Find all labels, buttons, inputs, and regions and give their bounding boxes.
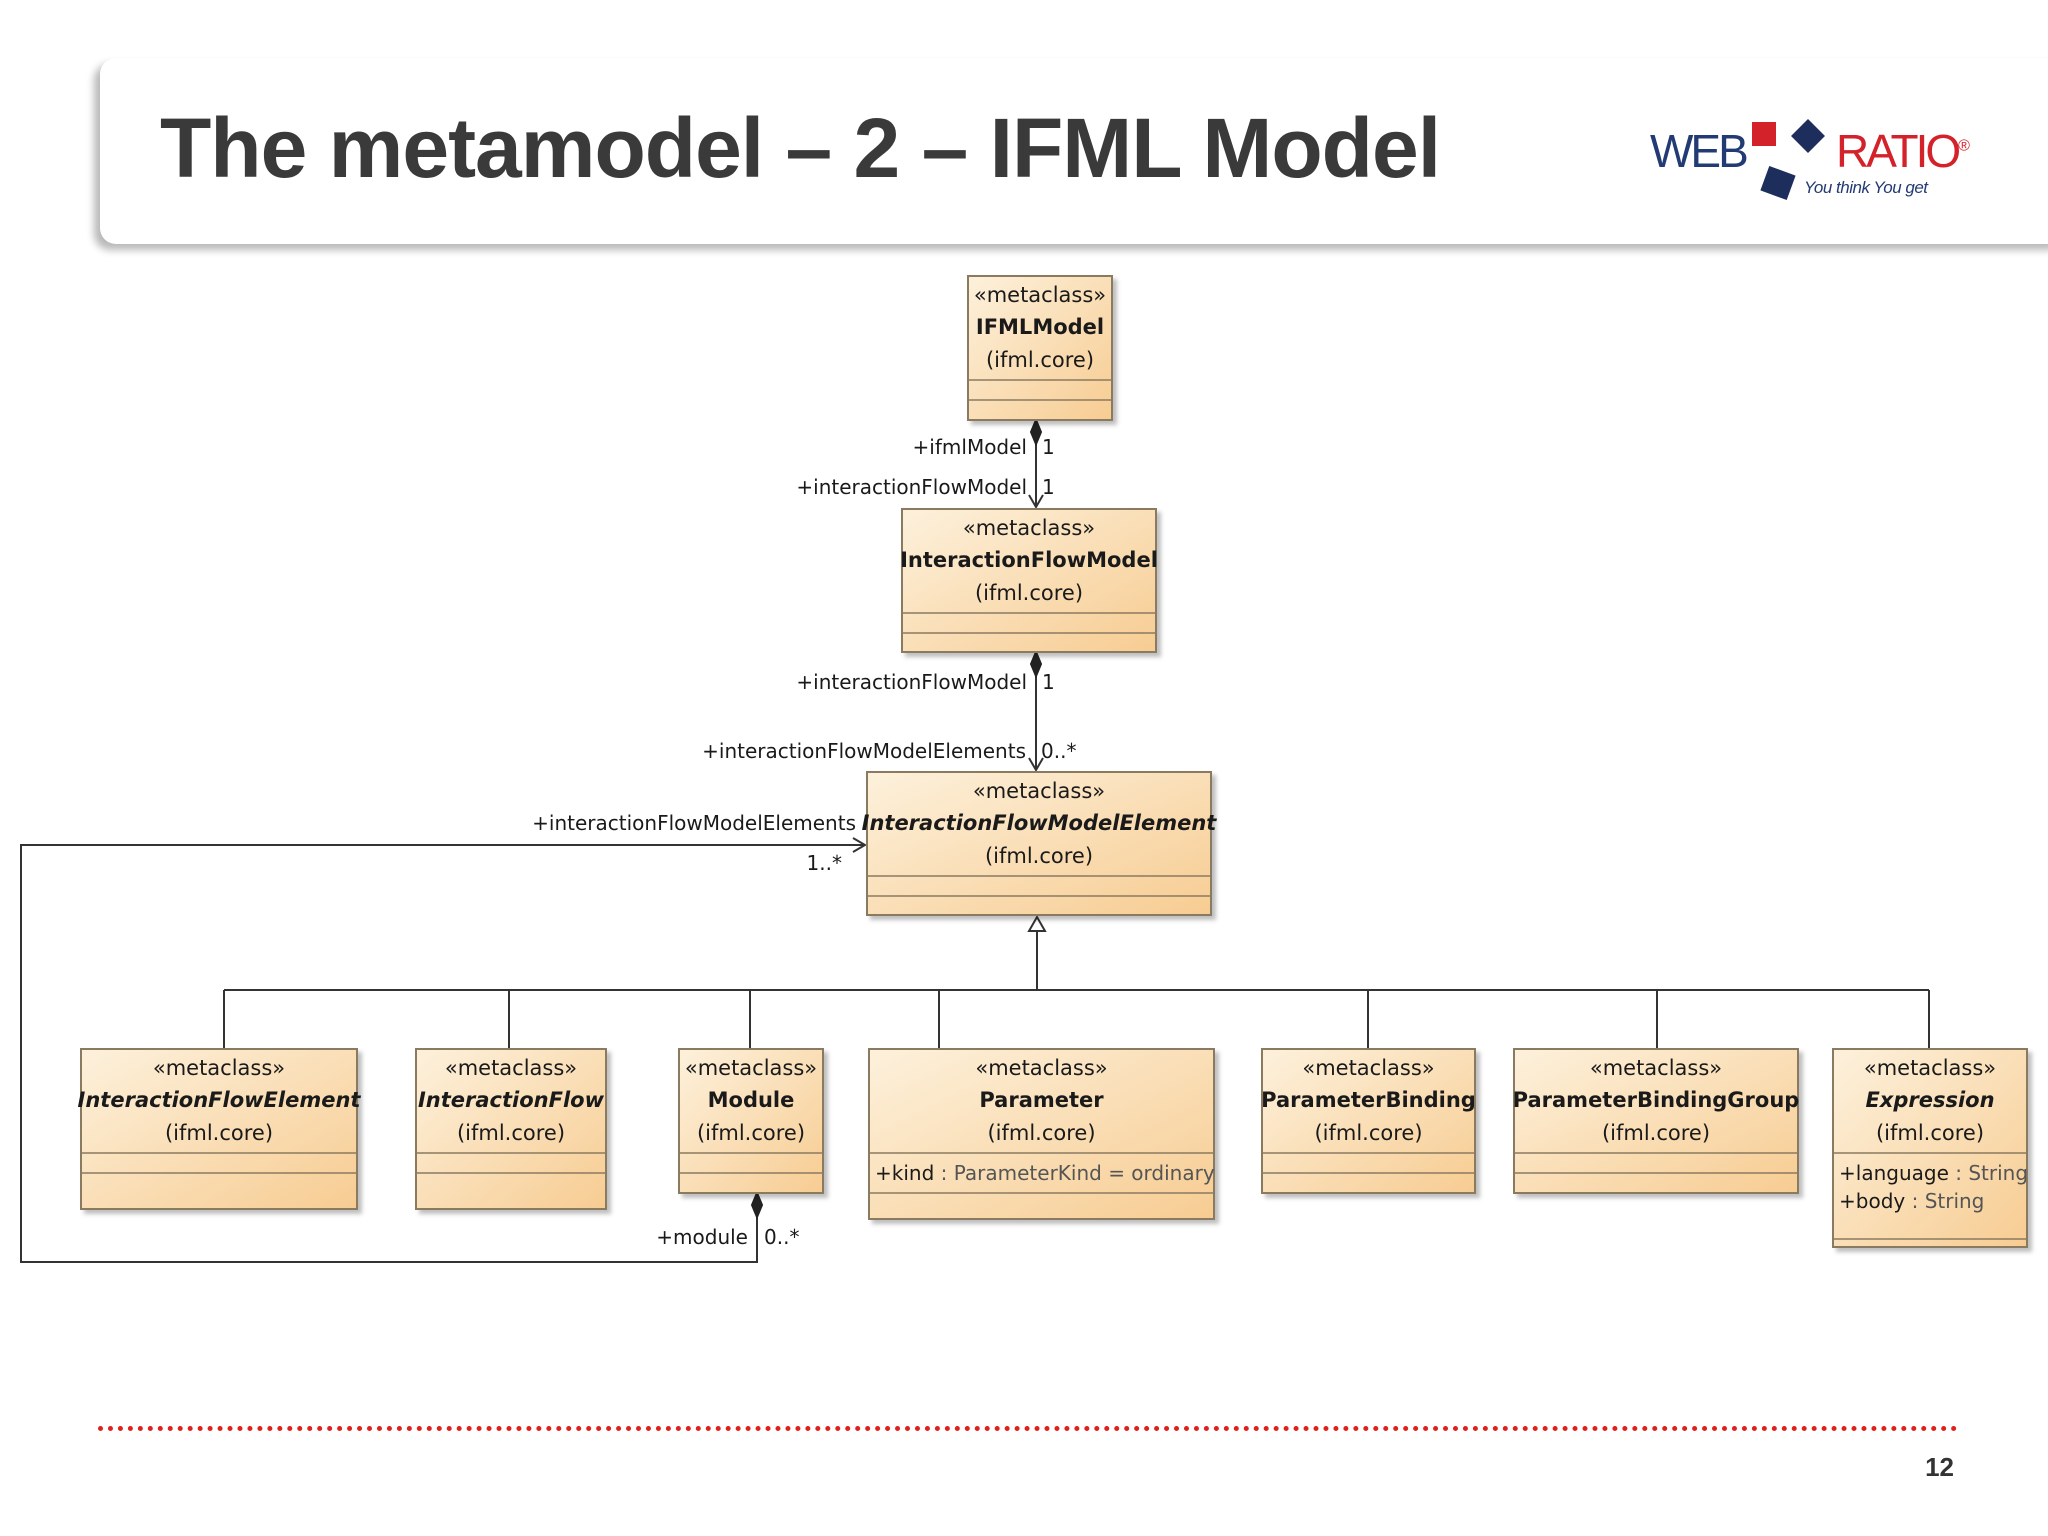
attribute-type: : String xyxy=(1949,1161,2028,1185)
footer-dotted-line xyxy=(98,1426,1958,1431)
association-label-mult-module: 0..* xyxy=(764,1225,799,1249)
class-name: ParameterBinding xyxy=(1261,1088,1476,1112)
page-number: 12 xyxy=(1925,1452,1954,1482)
class-stereotype: «metaclass» xyxy=(974,283,1106,307)
class-attribute: +language : String xyxy=(1839,1161,2028,1185)
slide-title: The metamodel – 2 – IFML Model xyxy=(160,101,1441,195)
class-name: ParameterBindingGroup xyxy=(1513,1088,1800,1112)
class-box-frame xyxy=(901,508,1157,653)
class-stereotype: «metaclass» xyxy=(153,1056,285,1080)
class-package: (ifml.core) xyxy=(457,1121,565,1145)
diagram-labels: +ifmlModel 1 +interactionFlowModel 1 +intera… xyxy=(532,435,1076,1249)
class-package: (ifml.core) xyxy=(697,1121,805,1145)
class-box-frame xyxy=(1513,1048,1799,1194)
association-label-mult-ifm-1: 1 xyxy=(1042,475,1055,499)
class-name: InteractionFlowModel xyxy=(900,548,1158,572)
class-box-frame xyxy=(415,1048,607,1210)
class-box-interactionflowmodelelement[interactable]: «metaclass» InteractionFlowModelElement (i… xyxy=(862,771,1218,916)
class-box-frame xyxy=(1261,1048,1476,1194)
class-package: (ifml.core) xyxy=(986,348,1094,372)
class-stereotype: «metaclass» xyxy=(1302,1056,1434,1080)
class-box-frame xyxy=(866,771,1212,916)
class-box-interactionflow[interactable]: «metaclass» InteractionFlow (ifml.core) xyxy=(415,1048,607,1210)
logo-word-ratio-text: RATIO xyxy=(1836,125,1961,177)
class-name: Module xyxy=(708,1088,795,1112)
logo-word-web: WEB xyxy=(1650,125,1749,177)
webratio-logo: WEB RATIO® You think You get xyxy=(1640,118,1970,208)
association-label-mult-ifme-1: 0..* xyxy=(1041,739,1076,763)
class-stereotype: «metaclass» xyxy=(685,1056,817,1080)
class-name: IFMLModel xyxy=(976,315,1104,339)
generalization-triangle-icon xyxy=(1027,914,1047,932)
class-box-frame xyxy=(967,275,1113,421)
logo-word-ratio: RATIO® xyxy=(1836,124,1970,178)
class-package: (ifml.core) xyxy=(1876,1121,1984,1145)
class-box-parameter[interactable]: «metaclass» Parameter (ifml.core) +kind : P… xyxy=(868,1048,1215,1220)
class-package: (ifml.core) xyxy=(985,844,1093,868)
class-box-parameterbindinggroup[interactable]: «metaclass» ParameterBindingGroup (ifml.co… xyxy=(1513,1048,1800,1194)
class-name: Parameter xyxy=(979,1088,1104,1112)
attribute-name: +language xyxy=(1839,1161,1949,1185)
composition-diamond-icon xyxy=(1029,649,1043,679)
attribute-name: +body xyxy=(1839,1189,1905,1213)
class-box-expression[interactable]: «metaclass» Expression (ifml.core) +languag… xyxy=(1832,1048,2028,1248)
class-attribute: +body : String xyxy=(1839,1189,1984,1213)
logo-red-square-icon xyxy=(1752,122,1776,146)
class-name: InteractionFlowModelElement xyxy=(862,811,1218,835)
class-box-frame xyxy=(80,1048,358,1210)
class-name: Expression xyxy=(1865,1088,1994,1112)
composition-diamond-icon xyxy=(750,1190,764,1220)
class-stereotype: «metaclass» xyxy=(973,779,1105,803)
arrowhead-icon xyxy=(1028,757,1044,772)
class-box-frame xyxy=(868,1048,1215,1220)
class-stereotype: «metaclass» xyxy=(1864,1056,1996,1080)
class-box-ifmlmodel[interactable]: «metaclass» IFMLModel (ifml.core) xyxy=(967,275,1113,421)
class-package: (ifml.core) xyxy=(987,1121,1095,1145)
class-box-frame xyxy=(678,1048,824,1194)
class-package: (ifml.core) xyxy=(975,581,1083,605)
class-name: InteractionFlow xyxy=(418,1088,605,1112)
class-box-frame xyxy=(1832,1048,2028,1248)
class-package: (ifml.core) xyxy=(1314,1121,1422,1145)
association-label-role-ifm-1: +interactionFlowModel xyxy=(796,475,1027,499)
class-stereotype: «metaclass» xyxy=(1590,1056,1722,1080)
attribute-name: +kind xyxy=(875,1161,934,1185)
association-label-role-module: +module xyxy=(656,1225,748,1249)
attribute-type: : String xyxy=(1905,1189,1984,1213)
class-name: InteractionFlowElement xyxy=(78,1088,362,1112)
arrowhead-icon xyxy=(1028,494,1044,509)
class-stereotype: «metaclass» xyxy=(963,516,1095,540)
diagram-classes: «metaclass»IFMLModel(ifml.core)«metaclas… xyxy=(78,275,2028,1248)
diagram-connectors xyxy=(20,417,1930,1263)
association-label-mult-ifm-2: 1 xyxy=(1042,670,1055,694)
class-stereotype: «metaclass» xyxy=(445,1056,577,1080)
class-attribute: +kind : ParameterKind = ordinary xyxy=(875,1161,1215,1185)
logo-registered-mark: ® xyxy=(1958,137,1970,155)
class-box-interactionflowmodel[interactable]: «metaclass» InteractionFlowModel (ifml.cor… xyxy=(900,508,1158,653)
arrowhead-icon xyxy=(852,837,867,853)
class-box-module[interactable]: «metaclass» Module (ifml.core) xyxy=(678,1048,824,1194)
association-label-role-ifme-1: +interactionFlowModelElements xyxy=(702,739,1026,763)
title-bar xyxy=(100,58,2048,244)
association-label-mult-ifme-2: 1..* xyxy=(807,851,842,875)
class-box-parameterbinding[interactable]: «metaclass» ParameterBinding (ifml.core) xyxy=(1261,1048,1476,1194)
composition-module-elements xyxy=(20,844,865,1263)
association-label-role-ifmlmodel: +ifmlModel xyxy=(913,435,1027,459)
class-stereotype: «metaclass» xyxy=(975,1056,1107,1080)
association-label-role-ifm-2: +interactionFlowModel xyxy=(796,670,1027,694)
composition-diamond-icon xyxy=(1029,417,1043,447)
logo-tagline: You think You get xyxy=(1804,178,1928,197)
association-label-mult-ifmlmodel: 1 xyxy=(1042,435,1055,459)
class-package: (ifml.core) xyxy=(1602,1121,1710,1145)
class-box-interactionflowelement[interactable]: «metaclass» InteractionFlowElement (ifml.c… xyxy=(78,1048,362,1210)
class-package: (ifml.core) xyxy=(165,1121,273,1145)
attribute-type: : ParameterKind = ordinary xyxy=(934,1161,1215,1185)
association-label-role-ifme-2: +interactionFlowModelElements xyxy=(532,811,856,835)
